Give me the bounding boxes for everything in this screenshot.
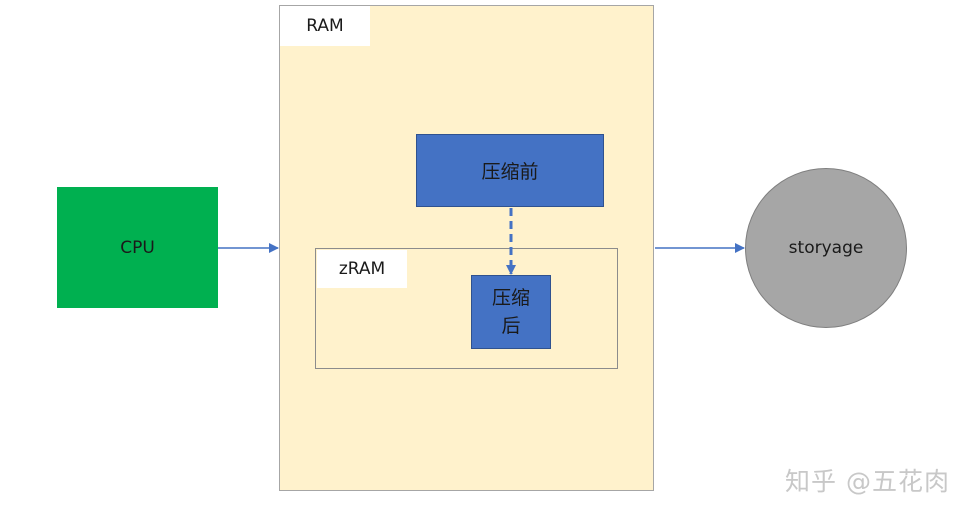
zram-region — [315, 248, 618, 369]
after-compression-label: 压缩后 — [491, 287, 530, 337]
watermark-text: 知乎 @五花肉 — [785, 467, 950, 496]
ram-label: RAM — [280, 6, 370, 46]
cpu-label: CPU — [120, 237, 155, 258]
storage-node: storyage — [745, 168, 907, 328]
after-compression-block: 压缩后 — [471, 275, 551, 349]
storage-label: storyage — [788, 238, 864, 258]
before-compression-block: 压缩前 — [416, 134, 604, 207]
cpu-node: CPU — [57, 187, 218, 308]
before-compression-label: 压缩前 — [481, 161, 539, 183]
zram-label: zRAM — [317, 250, 407, 288]
